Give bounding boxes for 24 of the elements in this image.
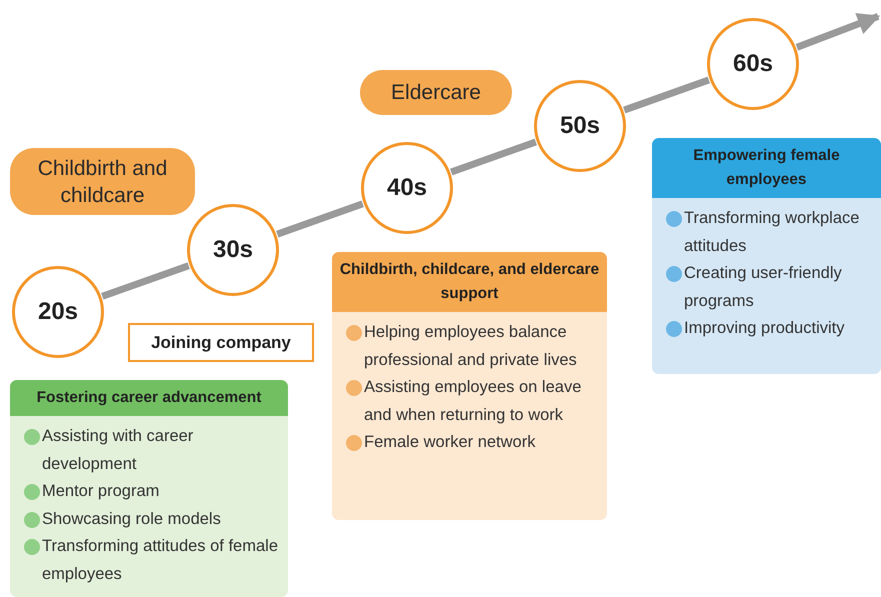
card-heading: Empowering female employees: [652, 138, 881, 198]
info-card: [10, 380, 288, 597]
age-circle: 40s: [361, 142, 453, 234]
info-card: [332, 252, 607, 520]
age-circle: 60s: [707, 18, 799, 110]
life-event-pill: Childbirth and childcare: [10, 148, 195, 215]
bullet-item: Creating user-friendly programs: [666, 260, 873, 315]
bullet-item: Helping employees balance professional and private lives: [346, 319, 599, 374]
age-circle: 50s: [534, 80, 626, 172]
card-heading: Fostering career advancement: [10, 380, 288, 416]
age-circle: 30s: [187, 204, 279, 296]
bullet-item: Transforming workplace attitudes: [666, 205, 873, 260]
milestone-box: Joining company: [128, 323, 314, 362]
age-circle: 20s: [12, 266, 104, 358]
info-card: [652, 138, 881, 374]
bullet-item: Assisting employees on leave and when returning to work: [346, 374, 599, 429]
bullet-item: Mentor program: [24, 478, 280, 506]
bullet-item: Assisting with career development: [24, 423, 280, 478]
life-event-pill: Eldercare: [360, 70, 512, 115]
bullet-item: Showcasing role models: [24, 506, 280, 533]
card-heading: Childbirth, childcare, and eldercare support: [332, 252, 607, 312]
bullet-item: Female worker network: [346, 429, 599, 456]
bullet-item: Transforming attitudes of female employees: [24, 533, 280, 588]
bullet-item: Improving productivity: [666, 315, 873, 342]
